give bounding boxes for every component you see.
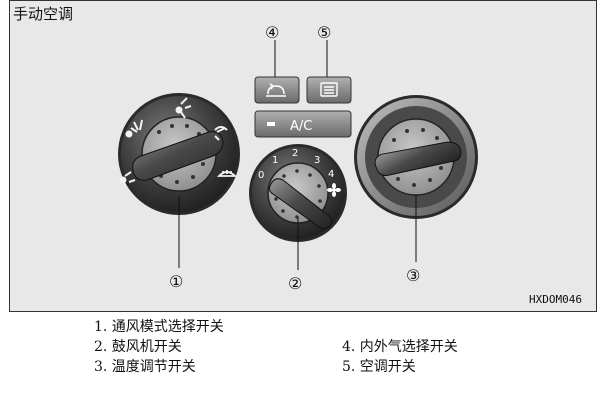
legend-item-2: 2. 鼓风机开关	[94, 339, 182, 355]
blower-speed-1: 1	[272, 155, 278, 166]
callout-5: ⑤	[317, 23, 331, 42]
callout-1: ①	[169, 272, 183, 291]
blower-speed-knob: 0 1 2 3 4	[249, 144, 347, 242]
blower-speed-4: 4	[328, 169, 334, 180]
figure-title: 手动空调	[13, 5, 73, 23]
floor-vent-icon	[119, 171, 136, 187]
rear-defrost-button[interactable]	[306, 76, 352, 104]
legend-item-1: 1. 通风模式选择开关	[94, 319, 224, 335]
blower-knob-handle	[268, 178, 333, 229]
rear-defrost-icon	[320, 82, 338, 97]
ac-button[interactable]: A/C	[254, 110, 352, 138]
figure-code: HXDOM046	[529, 293, 582, 306]
defrost-icon	[216, 170, 238, 177]
legend-item-4: 4. 内外气选择开关	[342, 339, 458, 355]
recirculation-icon	[266, 83, 286, 97]
climate-panel-diagram: 手动空调	[9, 0, 597, 312]
mode-selector-knob	[118, 93, 240, 215]
fan-icon	[327, 183, 341, 197]
temperature-knob-handle	[374, 141, 462, 177]
legend-item-3: 3. 温度调节开关	[94, 359, 196, 375]
legend: 1. 通风模式选择开关 2. 鼓风机开关 3. 温度调节开关 4. 内外气选择开…	[0, 318, 600, 398]
callout-4: ④	[265, 23, 279, 42]
floor-defrost-icon	[214, 126, 228, 141]
callout-2: ②	[288, 274, 302, 293]
recirculation-button[interactable]	[254, 76, 300, 104]
temperature-knob	[354, 95, 478, 219]
callout-3: ③	[406, 266, 420, 285]
bilevel-vent-icon	[175, 97, 192, 119]
mode-knob-handle	[132, 131, 224, 181]
ac-indicator	[267, 122, 275, 126]
blower-speed-2: 2	[292, 148, 298, 159]
face-vent-icon	[125, 119, 143, 138]
blower-speed-0: 0	[258, 170, 264, 181]
blower-speed-3: 3	[314, 155, 320, 166]
legend-item-5: 5. 空调开关	[342, 359, 416, 375]
ac-button-label: A/C	[290, 119, 312, 134]
